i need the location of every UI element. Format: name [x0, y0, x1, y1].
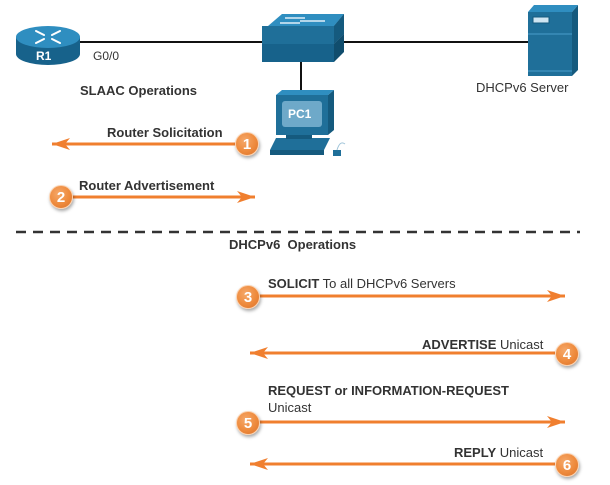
step-1-arrowhead — [52, 138, 70, 150]
server-label: DHCPv6 Server — [476, 80, 569, 95]
step-4-arrowhead — [250, 347, 268, 359]
step-1-badge: 1 — [235, 132, 259, 156]
pc-label: PC1 — [288, 107, 312, 121]
step-4-detail: Unicast — [496, 337, 544, 352]
step-4-message: ADVERTISE — [422, 337, 497, 352]
step-6-detail: Unicast — [496, 445, 544, 460]
slaac-section-title: SLAAC Operations — [80, 83, 198, 98]
step-2-badge: 2 — [49, 185, 73, 209]
router-name: R1 — [36, 49, 52, 63]
step-3-badge: 3 — [236, 285, 260, 309]
step-6-message: REPLY — [454, 445, 497, 460]
server-icon — [528, 5, 578, 76]
step-3-detail: To all DHCPv6 Servers — [319, 276, 456, 291]
step-5-label: REQUEST or INFORMATION-REQUEST — [268, 383, 509, 398]
step-6-arrowhead — [250, 458, 268, 470]
step-2-label: Router Advertisement — [79, 178, 214, 193]
step-1-label: Router Solicitation — [107, 125, 223, 140]
step-5-arrowhead — [547, 416, 565, 428]
step-3-message: SOLICIT — [268, 276, 320, 291]
step-2-arrowhead — [237, 191, 255, 203]
step-6-label: REPLY Unicast — [454, 445, 543, 460]
step-4-label: ADVERTISE Unicast — [422, 337, 543, 352]
switch-body — [262, 26, 334, 44]
step-3-arrowhead — [547, 290, 565, 302]
step-6-badge: 6 — [555, 453, 579, 477]
pc-icon — [270, 90, 346, 156]
router-icon — [16, 26, 80, 65]
step-5-detail: Unicast — [268, 400, 312, 415]
step-4-badge: 4 — [555, 342, 579, 366]
step-3-label: SOLICIT To all DHCPv6 Servers — [268, 276, 456, 291]
step-2-message: Router Advertisement — [79, 178, 215, 193]
switch-side-lower — [334, 34, 344, 62]
step-5-badge: 5 — [236, 411, 260, 435]
step-1-message: Router Solicitation — [107, 125, 223, 140]
interface-label: G0/0 — [93, 49, 120, 64]
switch-front-lower — [262, 44, 334, 62]
dhcp-section-title: DHCPv6 Operations — [229, 237, 357, 252]
